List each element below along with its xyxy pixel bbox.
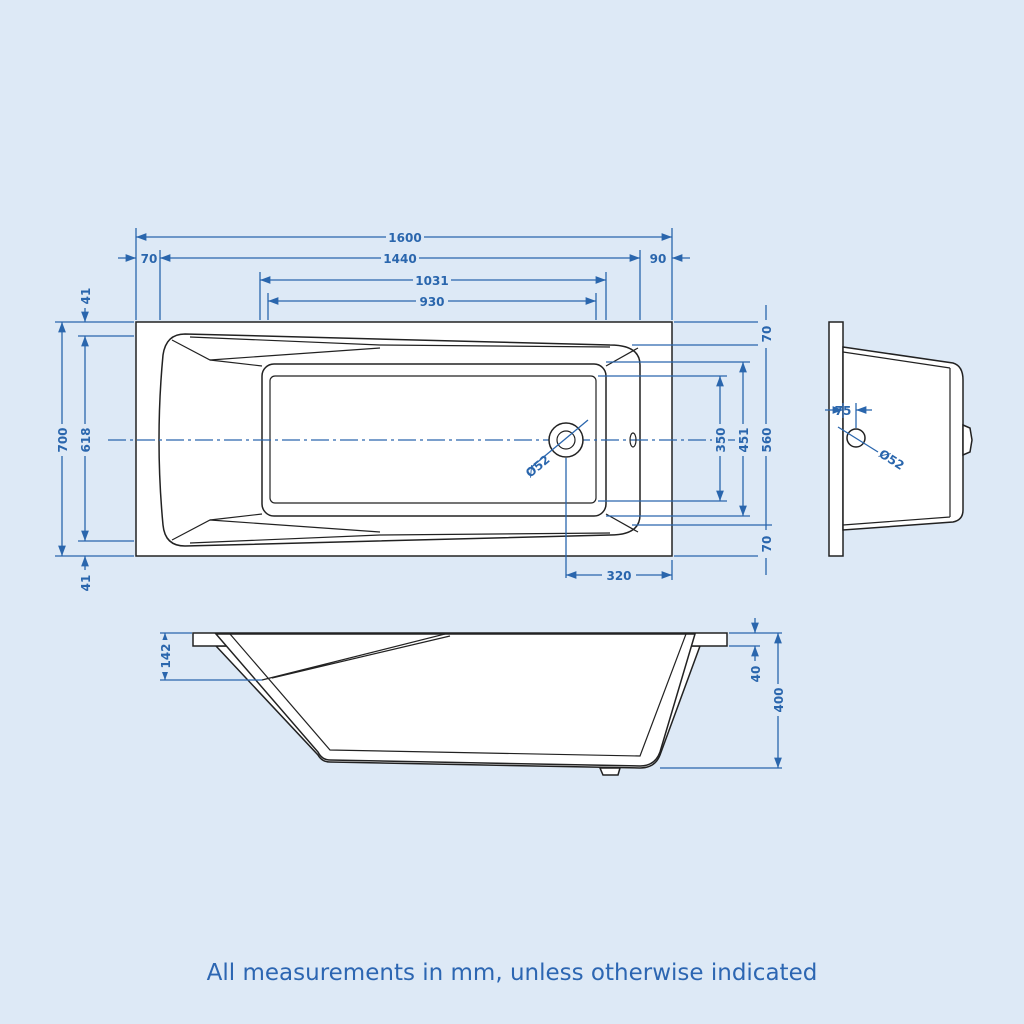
svg-text:320: 320 [606, 569, 631, 583]
svg-text:700: 700 [56, 427, 70, 452]
svg-text:350: 350 [714, 427, 728, 452]
svg-text:70: 70 [760, 326, 774, 343]
svg-text:1440: 1440 [383, 252, 416, 266]
svg-text:1031: 1031 [415, 274, 448, 288]
svg-text:618: 618 [79, 427, 93, 452]
svg-text:41: 41 [79, 575, 93, 592]
svg-text:560: 560 [760, 427, 774, 452]
svg-text:90: 90 [650, 252, 667, 266]
svg-text:41: 41 [79, 288, 93, 305]
svg-text:75: 75 [835, 404, 852, 418]
svg-text:930: 930 [419, 295, 444, 309]
svg-text:70: 70 [141, 252, 158, 266]
left-dimensions: 700 618 41 41 [54, 288, 134, 592]
front-view: 142 40 400 [157, 618, 786, 776]
top-dimensions: 1600 70 1440 90 1031 930 320 [118, 228, 690, 583]
svg-text:400: 400 [772, 687, 786, 712]
footer-note: All measurements in mm, unless otherwise… [206, 960, 818, 986]
overflow [629, 432, 637, 448]
svg-text:1600: 1600 [388, 231, 421, 245]
top-view: Ø52 [108, 321, 738, 578]
svg-text:70: 70 [760, 536, 774, 553]
svg-text:451: 451 [737, 427, 751, 452]
svg-text:40: 40 [749, 666, 763, 683]
svg-text:142: 142 [159, 643, 173, 668]
end-view: 75 Ø52 [825, 321, 973, 557]
right-dimensions: 70 560 70 451 350 [598, 305, 774, 575]
